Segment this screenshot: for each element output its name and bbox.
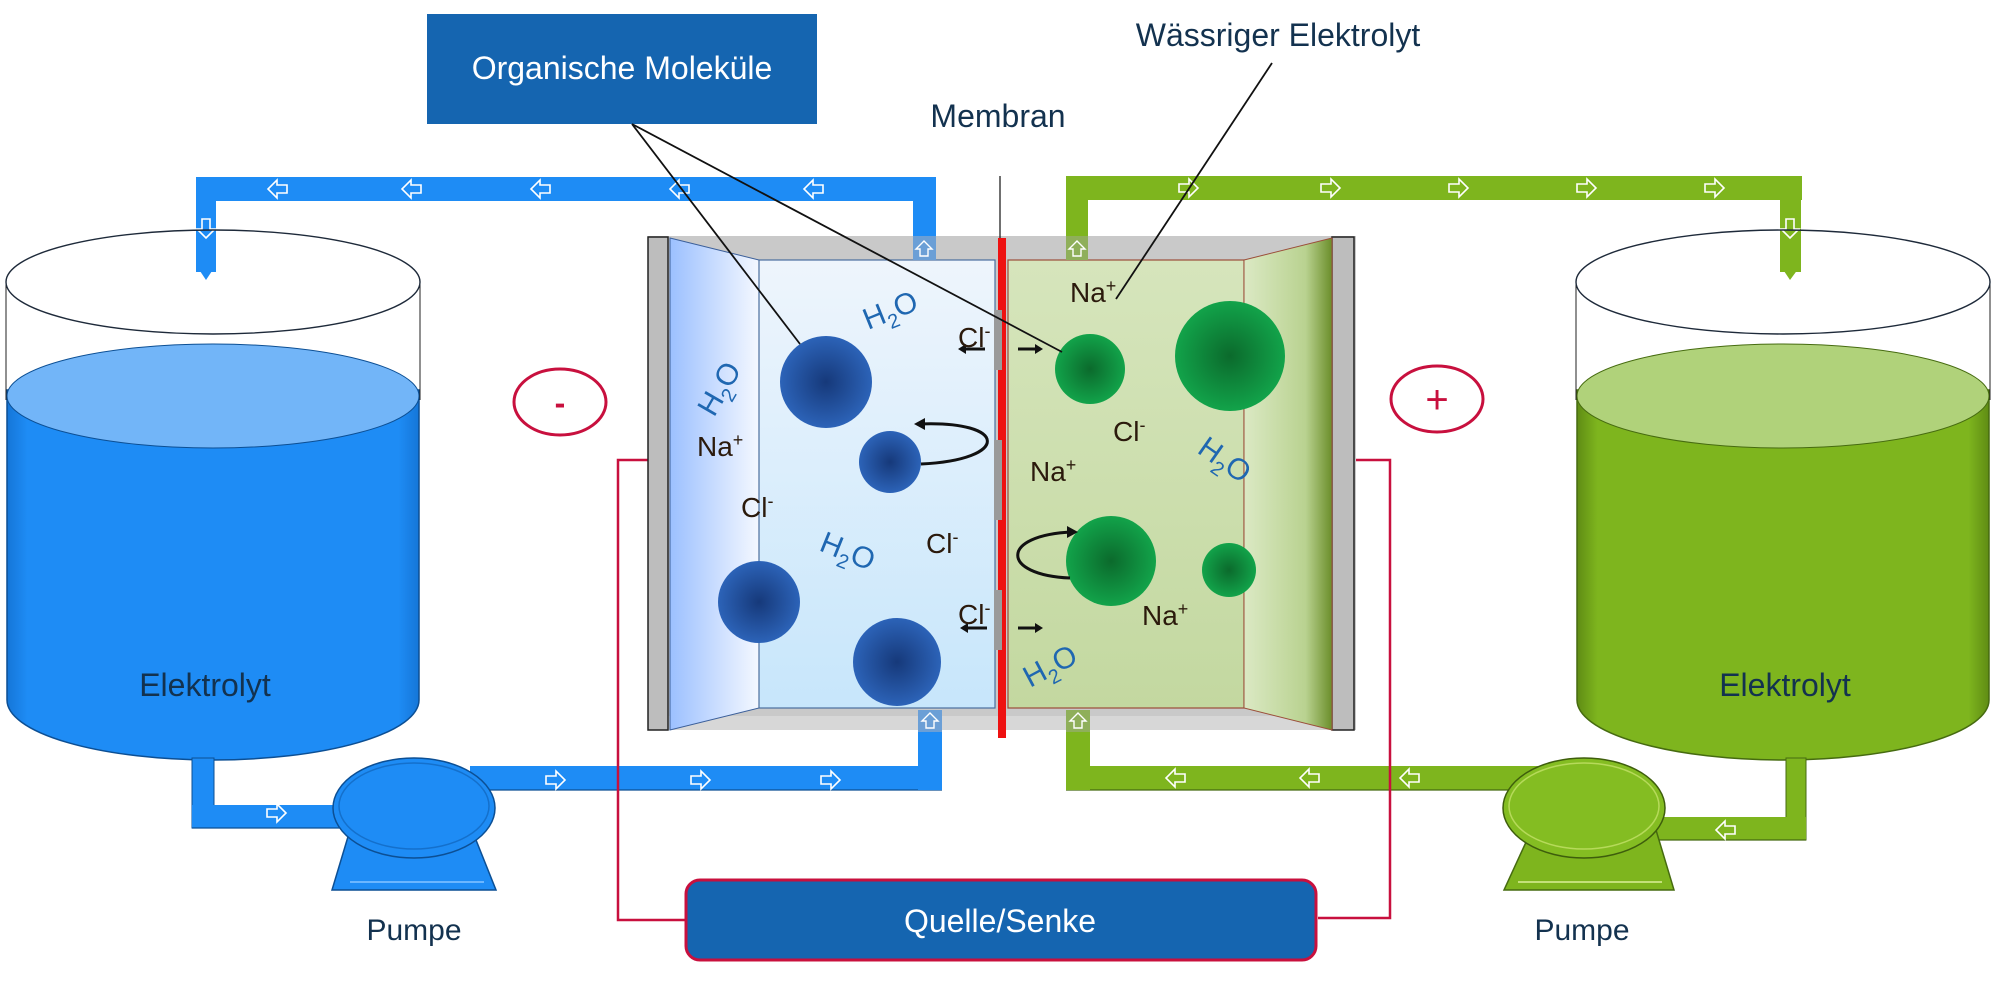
- species-cl: Cl-: [958, 321, 990, 353]
- membrane: [994, 176, 1006, 738]
- green-pipe-bottom: [1066, 720, 1807, 841]
- blue-molecule: [780, 336, 872, 428]
- membrane-label: Membran: [930, 98, 1065, 134]
- blue-molecule: [718, 561, 800, 643]
- green-molecule: [1202, 543, 1256, 597]
- power-source-sink-box[interactable]: Quelle/Senke: [684, 878, 1318, 962]
- species-cl: Cl-: [926, 527, 958, 559]
- power-source-sink-label: Quelle/Senke: [904, 903, 1096, 939]
- blue-molecules: [718, 336, 941, 706]
- left-half-cell: [669, 237, 996, 731]
- positive-terminal: +: [1389, 364, 1485, 434]
- green-molecule: [1175, 301, 1285, 411]
- cell-ports: [913, 236, 1090, 732]
- ion-movement-arrows: [914, 344, 1078, 633]
- blue-molecule: [853, 618, 941, 706]
- green-molecule: [1066, 516, 1156, 606]
- species-na: Na+: [1142, 599, 1188, 631]
- green-molecule: [1055, 334, 1125, 404]
- species-na: Na+: [697, 430, 743, 462]
- aqueous-electrolyte-label: Wässriger Elektrolyt: [1136, 17, 1421, 53]
- negative-symbol: -: [555, 385, 566, 421]
- species-cl: Cl-: [741, 491, 773, 523]
- callout-organic-molecules: Organische Moleküle: [427, 14, 1063, 353]
- right-tank-label: Elektrolyt: [1719, 667, 1851, 703]
- species-cl: Cl-: [958, 598, 990, 630]
- right-pump-label: Pumpe: [1534, 914, 1629, 947]
- blue-molecule: [859, 431, 921, 493]
- organic-molecules-label: Organische Moleküle: [472, 50, 773, 86]
- green-molecules: [1055, 301, 1285, 606]
- species-cl: Cl-: [1113, 415, 1145, 447]
- left-tank: Elektrolyt: [5, 229, 421, 761]
- left-pump-label: Pumpe: [366, 914, 461, 947]
- callout-aqueous-electrolyte: Wässriger Elektrolyt: [1115, 17, 1421, 300]
- negative-terminal: -: [512, 367, 608, 437]
- left-tank-label: Elektrolyt: [139, 667, 271, 703]
- species-na: Na+: [1030, 455, 1076, 487]
- right-tank: Elektrolyt: [1575, 229, 1991, 761]
- positive-symbol: +: [1425, 378, 1448, 422]
- species-na: Na+: [1070, 276, 1116, 308]
- right-pump: Pumpe: [1502, 757, 1676, 947]
- left-pump: Pumpe: [330, 757, 498, 947]
